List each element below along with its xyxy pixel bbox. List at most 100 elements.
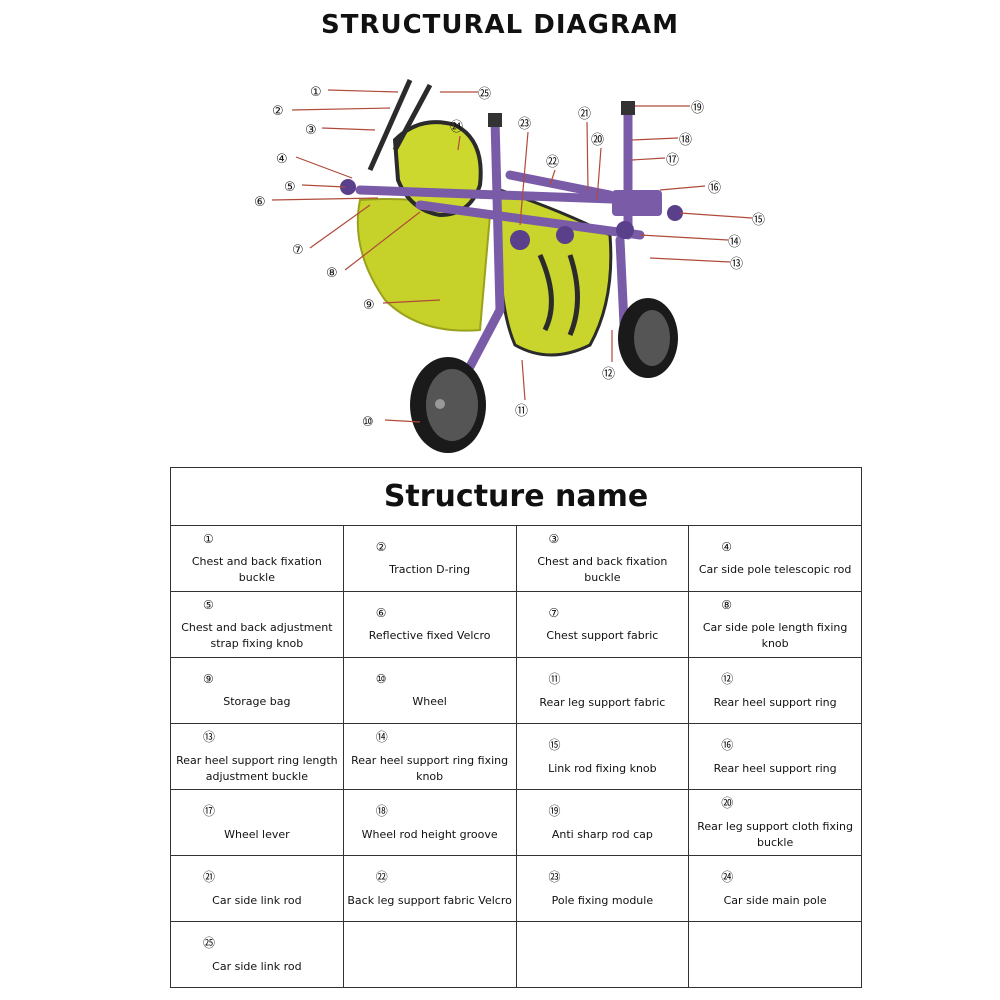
- part-number: ⑲: [548, 804, 561, 818]
- part-name: Storage bag: [223, 694, 291, 708]
- callout-17: ⑰: [666, 153, 679, 168]
- part-number: ⑯: [721, 738, 734, 752]
- callout-10: ⑩: [362, 415, 374, 430]
- part-cell: ⑩ Wheel: [342, 657, 517, 724]
- rod-cap: [621, 101, 635, 115]
- part-name: Reflective fixed Velcro: [368, 628, 491, 642]
- part-cell: ⑨ Storage bag: [170, 657, 344, 724]
- part-name: Car side pole telescopic rod: [698, 562, 852, 576]
- part-number: ⑮: [548, 738, 561, 752]
- callout-6: ⑥: [254, 195, 266, 210]
- callout-7: ⑦: [292, 243, 304, 258]
- wheel-front: [410, 357, 486, 453]
- part-name: Chest and back adjustment strap fixing k…: [181, 620, 333, 650]
- page-title: STRUCTURAL DIAGRAM: [320, 10, 680, 40]
- part-name: Rear heel support ring: [713, 762, 837, 775]
- callout-24: ㉔: [450, 120, 463, 135]
- part-cell: ㉕ Car side link rod: [170, 921, 344, 988]
- part-number: ㉕: [203, 936, 216, 950]
- part-name: Car side pole length fixing knob: [702, 620, 848, 650]
- part-number: ⑩: [375, 671, 387, 686]
- knobs: [340, 179, 683, 250]
- part-number: ⑨: [203, 671, 214, 686]
- structure-table: Structure name ① Chest and back fixation …: [170, 467, 862, 988]
- callout-20: ⑳: [591, 133, 604, 148]
- part-name: Rear heel support ring: [713, 696, 837, 709]
- part-name: Traction D-ring: [389, 562, 471, 576]
- wheelchair-diagram: ① ② ③ ④ ⑤ ⑥ ⑦ ⑧ ⑨ ⑩ ⑪ ⑫ ⑬ ⑭ ⑮ ⑯ ⑰ ⑱ ⑲ ⑳ …: [254, 78, 765, 453]
- callout-11: ⑪: [515, 404, 528, 419]
- part-cell: ⑦ Chest support fabric: [515, 591, 690, 658]
- callout-16: ⑯: [708, 181, 721, 196]
- callout-22: ㉒: [546, 155, 559, 170]
- part-number: ⑭: [375, 730, 388, 744]
- part-name: Anti sharp rod cap: [551, 828, 653, 841]
- part-cell: ⑮ Link rod fixing knob: [515, 723, 690, 790]
- part-number: ㉒: [375, 870, 388, 884]
- callout-21: ㉑: [578, 107, 591, 122]
- callout-23: ㉓: [518, 117, 531, 132]
- part-number: ③: [548, 531, 560, 546]
- straps: [367, 78, 580, 336]
- part-number: ⑪: [548, 672, 561, 686]
- callout-19: ⑲: [691, 101, 704, 116]
- part-number: ⑰: [203, 804, 216, 818]
- part-name: Wheel: [412, 694, 447, 708]
- part-number: ㉔: [721, 870, 734, 884]
- part-number: ⑥: [375, 605, 387, 620]
- part-cell: ⑲ Anti sharp rod cap: [515, 789, 690, 856]
- part-cell: ⑥ Reflective fixed Velcro: [342, 591, 517, 658]
- part-name: Link rod fixing knob: [548, 762, 657, 775]
- callout-3: ③: [305, 123, 317, 138]
- part-name: Car side link rod: [212, 960, 302, 973]
- callout-14: ⑭: [728, 235, 741, 250]
- part-cell: ③ Chest and back fixation buckle: [515, 525, 690, 592]
- table-heading: Structure name: [170, 467, 862, 526]
- part-number: ⑬: [203, 730, 216, 744]
- part-number: ㉓: [548, 870, 561, 884]
- callout-25: ㉕: [478, 87, 491, 102]
- part-cell: ⑧ Car side pole length fixing knob: [688, 591, 862, 658]
- part-name: Rear heel support ring length adjustment…: [176, 754, 338, 783]
- part-name: Chest and back fixation buckle: [191, 554, 322, 584]
- empty-cell: [515, 921, 690, 988]
- part-number: ⑦: [548, 605, 560, 620]
- part-cell: ① Chest and back fixation buckle: [170, 525, 344, 592]
- callout-5: ⑤: [284, 180, 296, 195]
- callout-12: ⑫: [602, 367, 615, 382]
- part-cell: ㉔ Car side main pole: [688, 855, 862, 922]
- callout-15: ⑮: [752, 213, 765, 228]
- empty-cell: [342, 921, 517, 988]
- part-cell: ⑰ Wheel lever: [170, 789, 344, 856]
- storage-bag: [356, 198, 492, 332]
- table-row: ⑬ Rear heel support ring length adjustmen…: [170, 723, 862, 790]
- callout-18: ⑱: [679, 133, 692, 148]
- part-name: Chest support fabric: [546, 628, 659, 642]
- part-name: Wheel lever: [224, 828, 290, 841]
- part-name: Car side main pole: [723, 894, 827, 907]
- empty-cell: [688, 921, 862, 988]
- part-number: ②: [375, 539, 387, 554]
- part-cell: ⑫ Rear heel support ring: [688, 657, 862, 724]
- part-number: ⑧: [721, 597, 733, 612]
- frame: [355, 103, 645, 400]
- callout-8: ⑧: [326, 266, 338, 281]
- part-number: ⑫: [721, 672, 734, 686]
- part-name: Chest and back fixation buckle: [537, 554, 668, 584]
- table-row: ㉕ Car side link rod: [170, 921, 862, 988]
- part-number: ⑱: [375, 804, 388, 818]
- part-number: ①: [203, 531, 214, 546]
- part-cell: ⑬ Rear heel support ring length adjustmen…: [170, 723, 344, 790]
